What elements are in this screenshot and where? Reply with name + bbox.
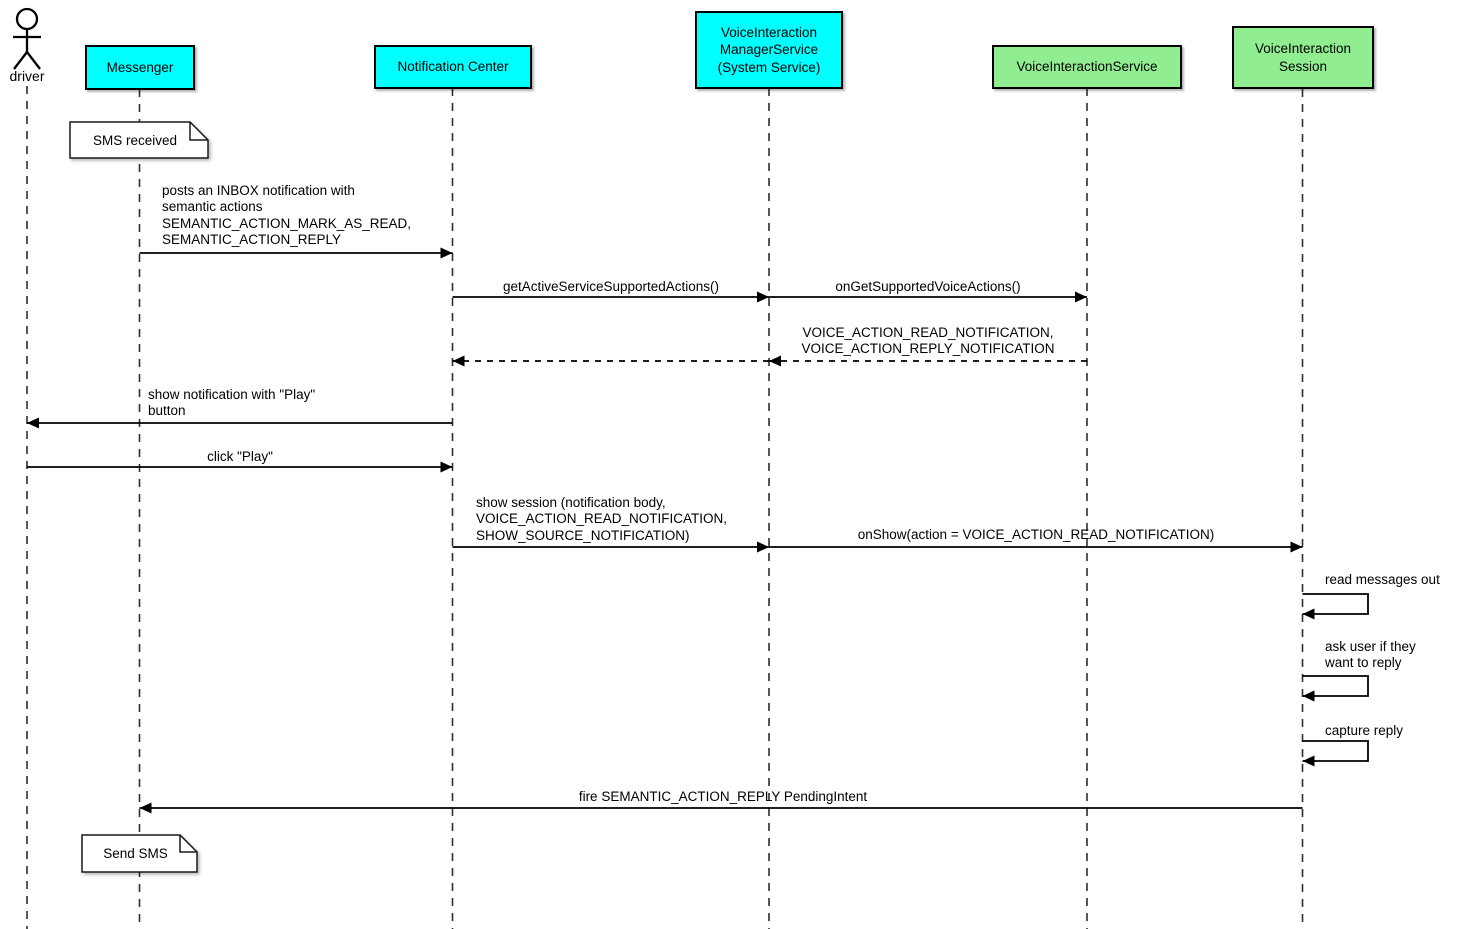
message-label-capture-reply: capture reply <box>1325 723 1404 738</box>
participant-voice-interaction-session: VoiceInteraction Session <box>1232 26 1374 89</box>
note-send-sms-fold <box>179 835 197 853</box>
message-label-on-show: onShow(action = VOICE_ACTION_READ_NOTIFI… <box>857 527 1215 542</box>
message-label-click-play: click "Play" <box>207 449 273 464</box>
selfloop-ask-user-reply <box>1302 675 1369 702</box>
actor-label: driver <box>9 68 45 84</box>
selfloop-read-messages-out <box>1302 593 1369 620</box>
message-label-fire-semantic-action-reply: fire SEMANTIC_ACTION_REPLY PendingIntent <box>578 789 868 804</box>
participant-voice-interaction-manager-service: VoiceInteraction ManagerService (System … <box>695 11 843 89</box>
lifelines <box>26 86 1304 929</box>
note-sms-received: SMS received <box>92 132 178 148</box>
selfloop-capture-reply <box>1302 740 1369 767</box>
note-sms-received-shape <box>69 121 209 159</box>
note-sms-received-fold <box>189 122 208 141</box>
message-label-read-messages-out: read messages out <box>1325 572 1440 587</box>
note-send-sms: Send SMS <box>103 846 168 861</box>
message-label-show-session: show session (notification body, VOICE_A… <box>476 495 728 543</box>
message-label-show-notification-play: show notification with "Play" button <box>148 387 316 419</box>
message-label-posts-inbox-notification: posts an INBOX notification with semanti… <box>162 183 412 248</box>
message-label-on-get-supported-voice-actions: onGetSupportedVoiceActions() <box>835 279 1021 294</box>
message-label-ask-user-reply: ask user if they want to reply <box>1325 639 1416 671</box>
participant-messenger: Messenger <box>85 45 195 90</box>
note-send-sms-shape <box>81 834 198 873</box>
message-label-return-voice-actions: VOICE_ACTION_READ_NOTIFICATION, VOICE_AC… <box>801 325 1055 357</box>
participant-notification-center: Notification Center <box>374 45 532 89</box>
message-arrows <box>27 247 1369 814</box>
actor-icon <box>13 7 41 70</box>
message-label-get-active-service-supported-actions: getActiveServiceSupportedActions() <box>502 279 720 294</box>
note-shapes <box>69 121 209 873</box>
participant-voice-interaction-service: VoiceInteractionService <box>992 45 1182 89</box>
